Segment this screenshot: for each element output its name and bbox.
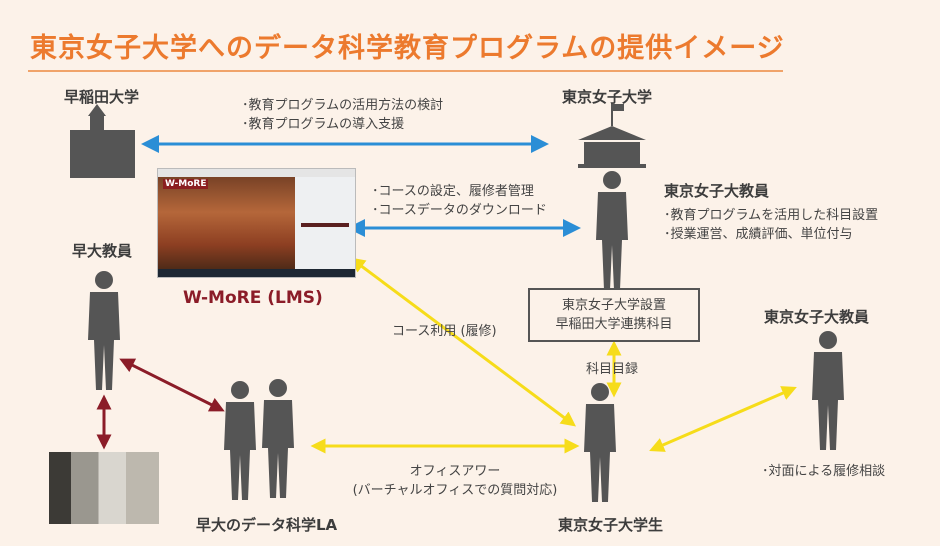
note-line: ･教育プログラムを活用した科目設置	[664, 208, 879, 223]
la-silhouette-1	[224, 381, 256, 500]
lms-label: W-MoRE (LMS)	[183, 288, 323, 308]
arrow-student-faculty2	[649, 386, 797, 452]
waseda-twcu-notes: ･教育プログラムの活用方法の検討 ･教育プログラムの導入支援	[242, 96, 443, 134]
twcu-faculty-2-label: 東京女子大教員	[764, 308, 870, 326]
waseda-faculty-silhouette	[88, 271, 120, 390]
note-line: (バーチャルオフィスでの質問対応)	[352, 483, 558, 498]
arrow-lms-student	[349, 257, 577, 427]
catalog-label: 科目目録	[586, 362, 639, 377]
course-box-line: 早稲田大学連携科目	[555, 317, 673, 332]
lms-logo: W-MoRE	[163, 179, 209, 189]
office-hours-notes: オフィスアワー (バーチャルオフィスでの質問対応)	[340, 462, 570, 500]
page-title: 東京女子大学へのデータ科学教育プログラムの提供イメージ	[30, 33, 785, 64]
lms-screenshot: W-MoRE	[157, 168, 356, 278]
twcu-label: 東京女子大学	[562, 88, 653, 106]
waseda-label: 早稲田大学	[64, 88, 140, 106]
note-line: ･教育プログラムの活用方法の検討	[242, 98, 444, 113]
twcu-faculty-1-notes: ･教育プログラムを活用した科目設置 ･授業運営、成績評価、単位付与	[664, 206, 878, 244]
twcu-faculty-1-silhouette	[596, 171, 628, 290]
la-silhouette-2	[262, 379, 294, 498]
office-room-photo	[49, 452, 159, 524]
note-line: オフィスアワー	[409, 464, 501, 479]
waseda-building-icon	[70, 104, 135, 178]
note-line: ･授業運営、成績評価、単位付与	[664, 227, 853, 242]
twcu-building-icon	[578, 104, 646, 168]
la-label: 早大のデータ科学LA	[196, 516, 338, 534]
twcu-faculty-2-silhouette	[812, 331, 844, 450]
arrow-waseda-faculty-la	[119, 358, 225, 412]
student-label: 東京女子大学生	[558, 516, 664, 534]
course-use-label: コース利用 (履修)	[392, 324, 497, 339]
course-box-line: 東京女子大学設置	[561, 298, 666, 313]
note-line: ･コースデータのダウンロード	[372, 203, 547, 218]
note-line: ･教育プログラムの導入支援	[242, 117, 405, 132]
counseling-note: ･対面による履修相談	[762, 464, 886, 479]
twcu-faculty-1-label: 東京女子大教員	[664, 182, 770, 200]
course-box: 東京女子大学設置 早稲田大学連携科目	[528, 288, 700, 342]
student-silhouette	[584, 383, 616, 502]
title-divider	[28, 70, 783, 72]
note-line: ･コースの設定、履修者管理	[372, 184, 534, 199]
waseda-faculty-label: 早大教員	[72, 242, 133, 260]
lms-faculty-notes: ･コースの設定、履修者管理 ･コースデータのダウンロード	[372, 182, 547, 220]
